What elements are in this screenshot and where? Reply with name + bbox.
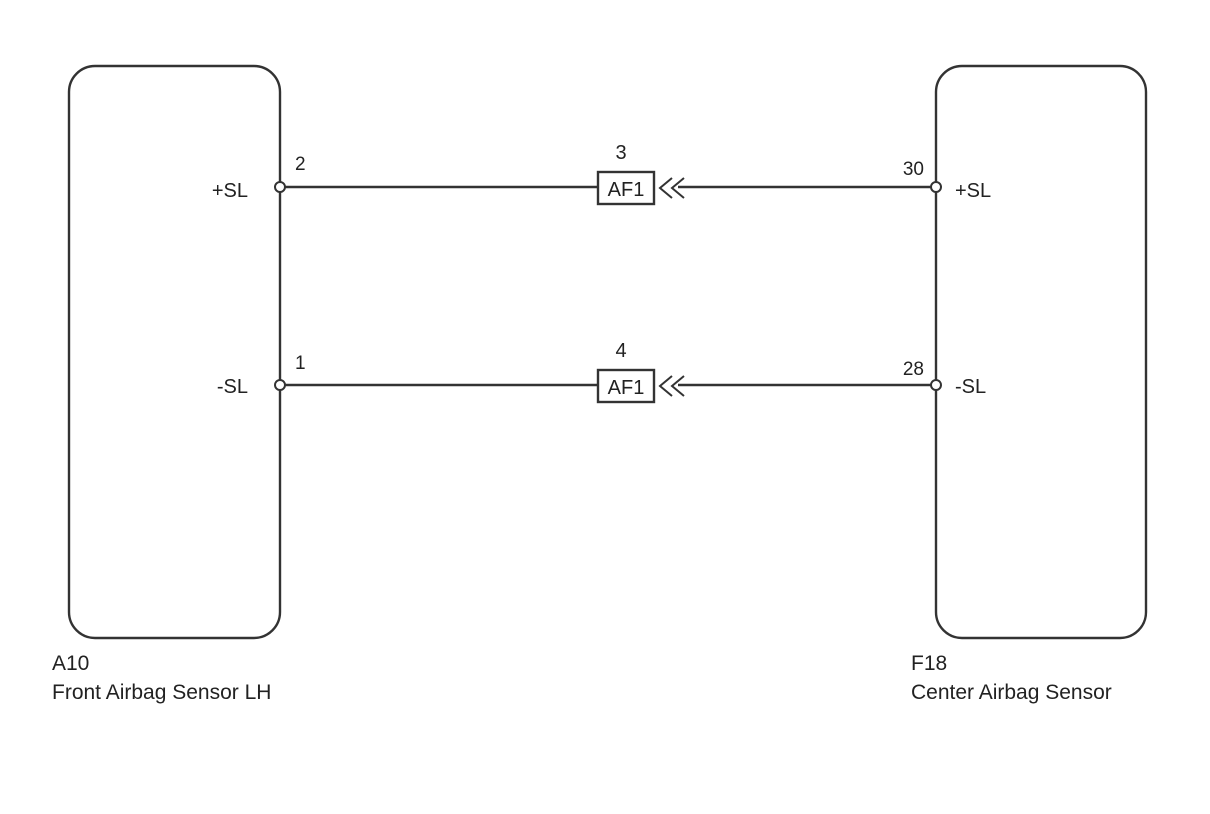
- right-component-name: Center Airbag Sensor: [911, 681, 1112, 704]
- connector-af1-upper-box: [596, 170, 656, 206]
- left-component-body: [67, 64, 282, 640]
- right-pin-number-28: 28: [903, 359, 924, 380]
- connector-af1-lower-box: [596, 368, 656, 404]
- right-component-code: F18: [911, 652, 947, 675]
- left-component-code: A10: [52, 652, 89, 675]
- connector-af1-upper-label: AF1: [608, 179, 645, 201]
- connector-af1-lower-pin: 4: [615, 340, 626, 362]
- left-pin-number-1: 1: [295, 353, 306, 374]
- right-signal-plus-sl: +SL: [955, 180, 991, 202]
- terminal-left-pin-2: [274, 181, 286, 193]
- connector-af1-lower-label: AF1: [608, 377, 645, 399]
- right-signal-minus-sl: -SL: [955, 376, 986, 398]
- chevron-icon: [658, 177, 673, 199]
- left-signal-plus-sl: +SL: [212, 180, 248, 202]
- connector-af1-upper-pin: 3: [615, 142, 626, 164]
- terminal-right-pin-30: [930, 181, 942, 193]
- left-component-name: Front Airbag Sensor LH: [52, 681, 271, 704]
- left-pin-number-2: 2: [295, 154, 306, 175]
- terminal-right-pin-28: [930, 379, 942, 391]
- chevron-icon: [670, 177, 685, 199]
- left-signal-minus-sl: -SL: [217, 376, 248, 398]
- right-component-body: [934, 64, 1148, 640]
- right-pin-number-30: 30: [903, 159, 924, 180]
- chevron-icon: [658, 375, 673, 397]
- terminal-left-pin-1: [274, 379, 286, 391]
- chevron-icon: [670, 375, 685, 397]
